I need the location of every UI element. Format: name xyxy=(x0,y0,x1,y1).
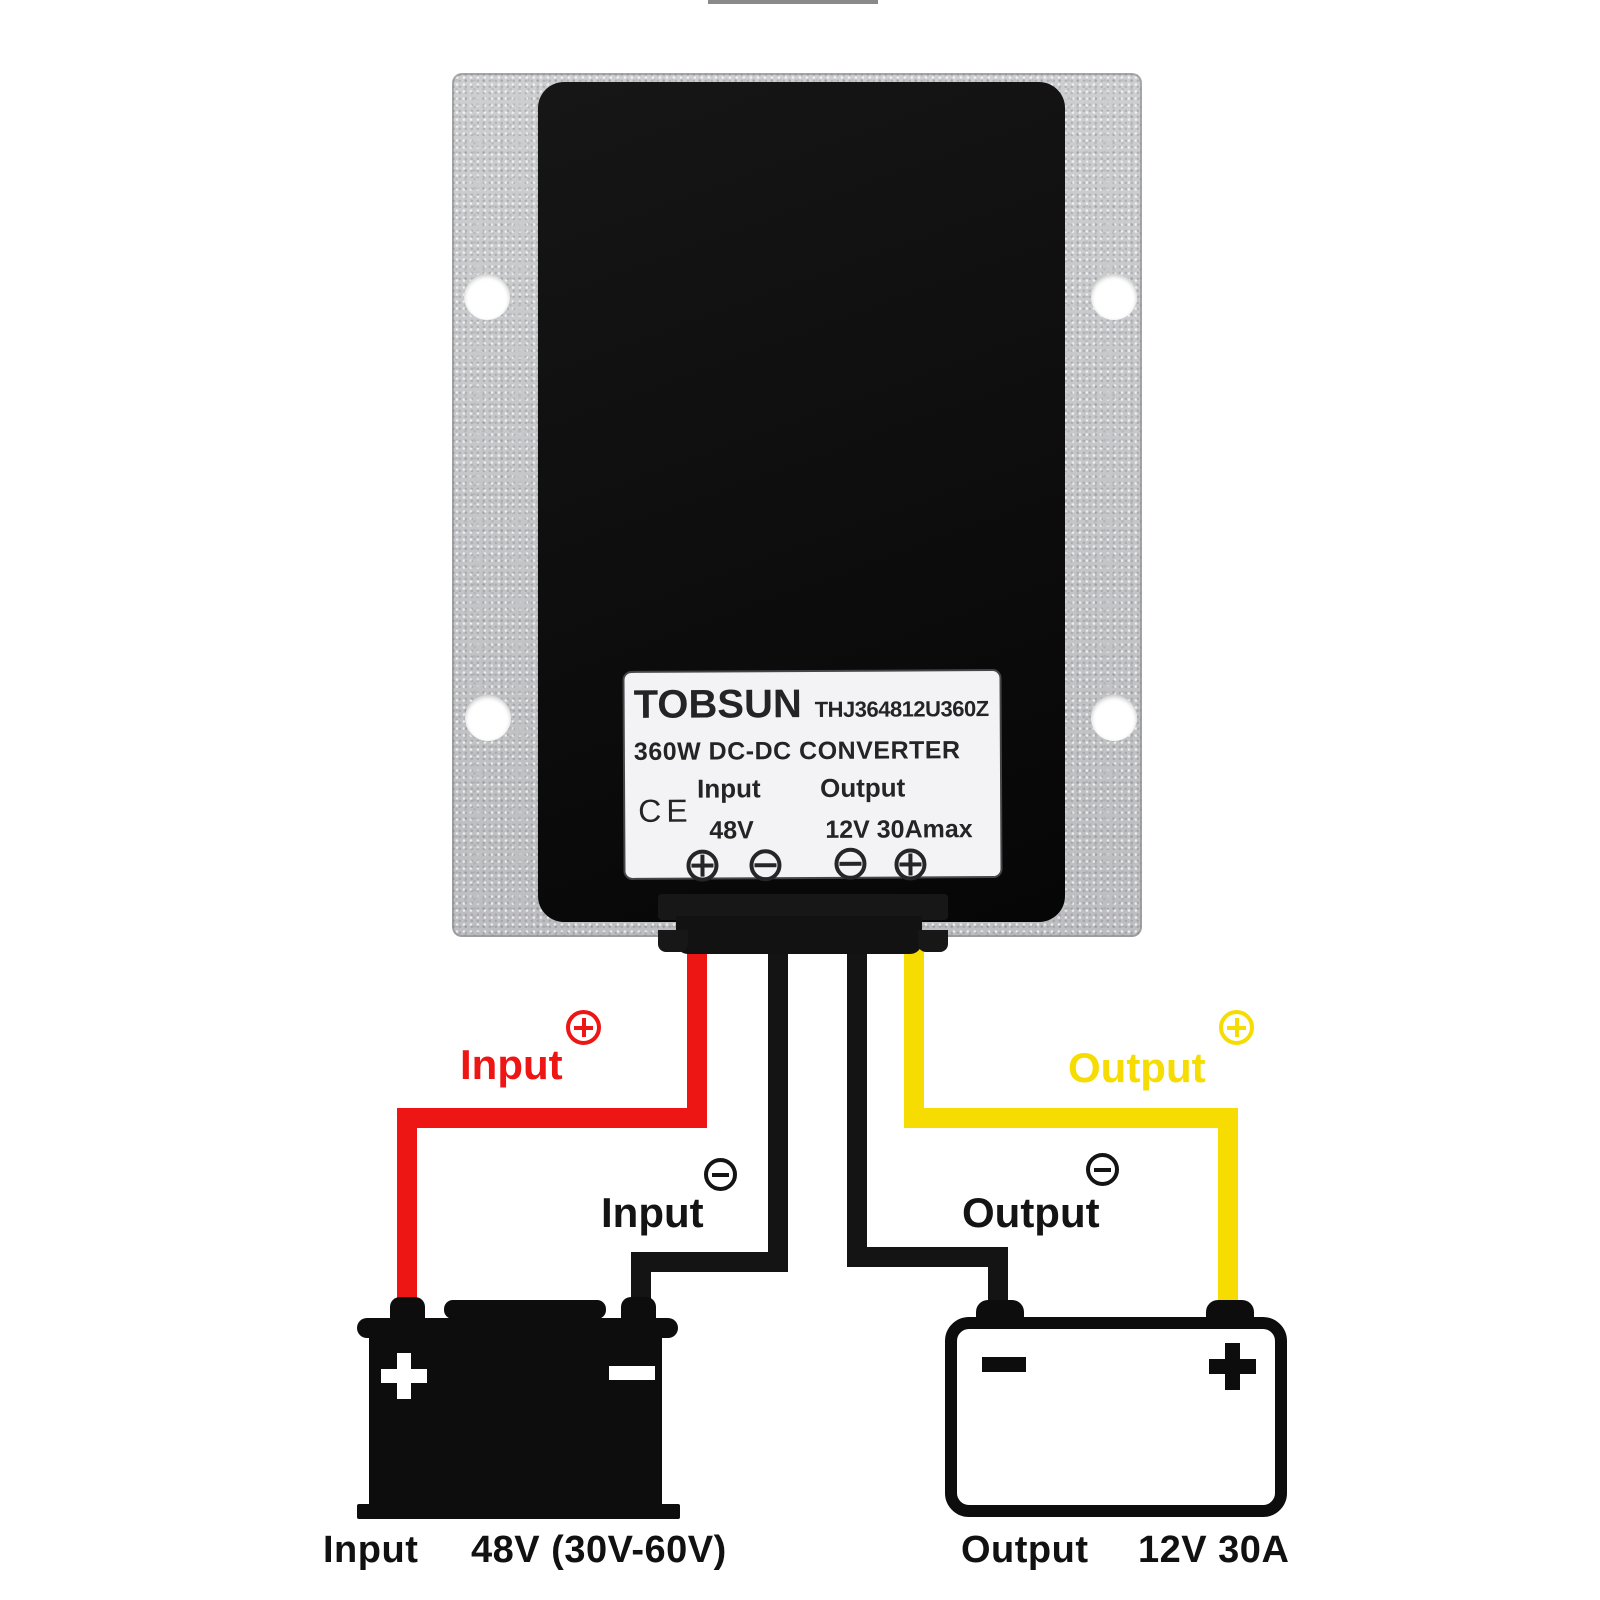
plus-circle-icon xyxy=(566,1010,601,1045)
minus-symbol-icon xyxy=(609,1366,655,1380)
mounting-hole-icon xyxy=(1091,695,1137,741)
minus-circle-icon xyxy=(1086,1153,1119,1186)
spec-label: TOBSUN THJ364812U360Z 360W DC-DC CONVERT… xyxy=(622,669,1003,882)
wire-connector xyxy=(658,894,948,920)
output-positive-wire xyxy=(904,940,1238,1312)
plus-symbol-icon xyxy=(397,1353,411,1399)
label-input-rating: 48V xyxy=(709,816,754,845)
input-positive-label: Input xyxy=(460,1041,563,1088)
output-battery-caption-value: 12V 30A xyxy=(1138,1529,1290,1571)
battery-base xyxy=(357,1504,680,1519)
output-positive-label: Output xyxy=(1068,1044,1206,1091)
battery-lid xyxy=(357,1318,678,1338)
output-negative-wire xyxy=(847,940,1008,1312)
minus-circle-icon xyxy=(704,1158,737,1191)
output-battery-caption-label: Output xyxy=(961,1529,1089,1571)
label-output-rating: 12V 30Amax xyxy=(825,815,973,844)
wire-connector-body xyxy=(676,916,922,954)
minus-screw-terminal-icon xyxy=(834,847,867,880)
input-negative-label: Input xyxy=(601,1189,704,1236)
output-negative-label: Output xyxy=(962,1189,1100,1236)
plus-screw-terminal-icon xyxy=(894,848,927,881)
battery-positive-terminal xyxy=(1206,1300,1254,1320)
mounting-hole-icon xyxy=(465,695,511,741)
brand-text: TOBSUN xyxy=(633,682,802,727)
label-input-heading: Input xyxy=(696,773,761,804)
battery-positive-terminal xyxy=(390,1297,425,1320)
wire-connector-ear xyxy=(918,930,948,952)
input-negative-wire xyxy=(631,940,788,1312)
product-title: 360W DC-DC CONVERTER xyxy=(633,736,961,766)
mounting-hole-icon xyxy=(1091,274,1137,320)
cropped-top-line xyxy=(708,0,878,4)
battery-negative-terminal xyxy=(621,1297,656,1320)
wire-connector-ear xyxy=(658,930,688,952)
model-number: THJ364812U360Z xyxy=(814,696,989,722)
battery-body xyxy=(369,1337,662,1504)
battery-negative-terminal xyxy=(976,1300,1024,1320)
minus-symbol-icon xyxy=(982,1357,1026,1372)
input-positive-wire xyxy=(397,940,707,1312)
input-battery-caption-label: Input xyxy=(323,1529,419,1571)
plus-circle-icon xyxy=(1219,1010,1254,1045)
minus-screw-terminal-icon xyxy=(749,849,782,882)
label-output-heading: Output xyxy=(819,772,906,803)
plus-screw-terminal-icon xyxy=(686,849,719,882)
input-battery-caption-value: 48V (30V-60V) xyxy=(471,1529,727,1571)
battery-caps-strip xyxy=(444,1300,606,1319)
mounting-hole-icon xyxy=(464,274,510,320)
battery-body xyxy=(945,1317,1287,1517)
ce-mark: CE xyxy=(638,792,693,829)
plus-symbol-icon xyxy=(1225,1343,1240,1390)
